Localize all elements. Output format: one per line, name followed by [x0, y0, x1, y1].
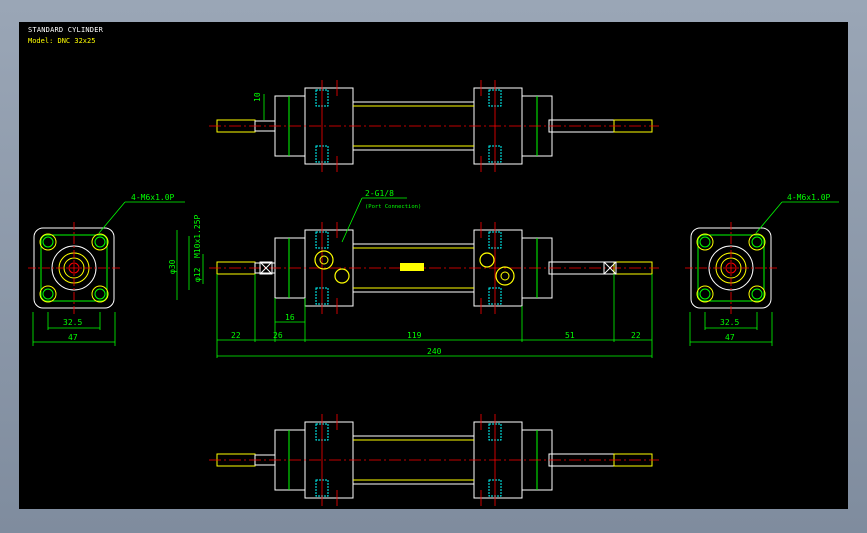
top-dim-label: 10: [253, 92, 262, 102]
mount-thread-right: 4-M6x1.0P: [787, 193, 831, 202]
bore-label: φ30: [168, 259, 177, 274]
left-width-dim: 47: [68, 333, 78, 342]
logo-plate: [400, 263, 424, 271]
bottom-view: [208, 413, 660, 507]
dim-22a: 22: [231, 331, 241, 340]
top-view: 10: [208, 79, 660, 173]
cad-viewport[interactable]: STANDARD CYLINDER Model: DNC 32x25: [19, 22, 848, 509]
dim-119: 119: [407, 331, 422, 340]
dim-22b: 22: [631, 331, 641, 340]
right-pitch-dim: 32.5: [720, 318, 739, 327]
right-end-view: 4-M6x1.0P 32.5 47: [684, 193, 839, 346]
rod-dia-label: φ12: [193, 267, 202, 282]
dim-26: 26: [273, 331, 283, 340]
port-label: 2-G1/8: [365, 189, 394, 198]
port-note: (Port Connection): [365, 204, 421, 210]
dim-51: 51: [565, 331, 575, 340]
drawing-title: STANDARD CYLINDER: [28, 26, 104, 34]
mount-thread-left: 4-M6x1.0P: [131, 193, 175, 202]
technical-drawing: 10 2-G1/8 (Port Connection): [27, 79, 839, 507]
dim-16: 16: [285, 313, 295, 322]
drawing-model: Model: DNC 32x25: [28, 37, 96, 45]
left-pitch-dim: 32.5: [63, 318, 82, 327]
right-width-dim: 47: [725, 333, 735, 342]
left-end-view: 4-M6x1.0P 32.5 47: [27, 193, 185, 346]
front-view: 2-G1/8 (Port Connection) φ30 M10x1.25P φ…: [168, 189, 660, 358]
rod-thread-label: M10x1.25P: [193, 214, 202, 258]
dim-240: 240: [427, 347, 442, 356]
